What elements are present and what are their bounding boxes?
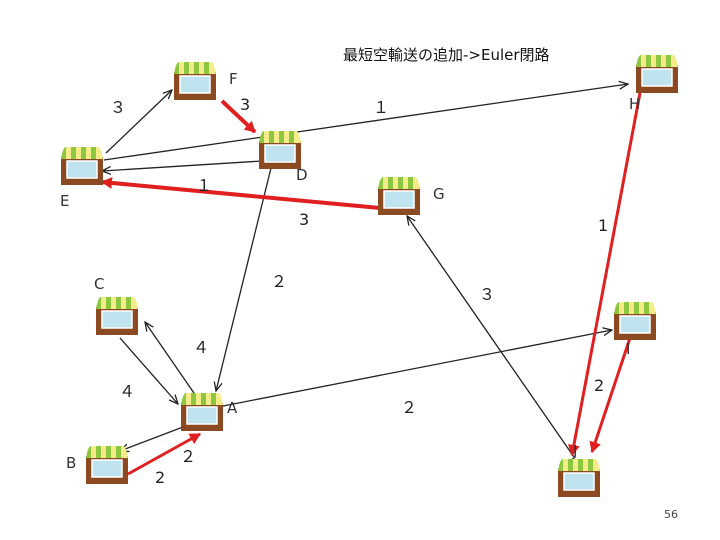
- edge-A-B: [120, 426, 184, 451]
- edge-E-F: [105, 90, 172, 154]
- node-label-J: J: [573, 442, 578, 460]
- edge-weight-D-A: ２: [271, 272, 288, 291]
- node-label-C: C: [94, 275, 105, 293]
- diagram-title: 最短空輸送の追加->Euler閉路: [343, 46, 550, 64]
- shop-node-A: [180, 392, 224, 432]
- shop-node-I: [613, 301, 657, 341]
- shop-node-J: [557, 458, 601, 498]
- edge-weight-G-E: 3: [299, 210, 310, 229]
- added-edge-F-D: [220, 99, 257, 134]
- edge-weight-A-C: ４: [193, 338, 210, 357]
- shop-node-E: [60, 146, 104, 186]
- edge-D-A: [216, 167, 272, 391]
- edge-A-C: [145, 322, 197, 397]
- edge-weight-A-I: ２: [401, 398, 418, 417]
- edge-weight-B-A: 2: [155, 468, 166, 487]
- node-label-H: H: [629, 95, 641, 113]
- edge-weight-I-J: 2: [594, 376, 605, 395]
- edge-A-I: [217, 330, 612, 408]
- edge-weight-C-A: ４: [119, 382, 136, 401]
- added-edge-I-J: [589, 337, 632, 453]
- edge-weight-A-B: ２: [180, 447, 197, 466]
- edge-weight-G-J: ３: [479, 285, 496, 304]
- node-label-I: I: [626, 340, 631, 358]
- node-label-E: E: [60, 192, 70, 210]
- node-label-F: F: [229, 70, 238, 88]
- edge-weight-F-D: 3: [240, 95, 251, 114]
- node-label-D: D: [296, 166, 308, 184]
- added-edge-H-J: [567, 92, 642, 456]
- edge-D-E: [102, 160, 263, 171]
- edge-weight-D-E: １: [196, 176, 213, 195]
- shop-node-D: [258, 130, 302, 170]
- edge-J-G: [407, 216, 575, 458]
- shop-node-C: [95, 296, 139, 336]
- shop-node-B: [85, 445, 129, 485]
- shop-node-G: [377, 176, 421, 216]
- shop-node-H: [635, 54, 679, 94]
- node-label-B: B: [66, 454, 77, 472]
- added-edge-B-A: [127, 432, 201, 476]
- page-number: 56: [664, 508, 678, 521]
- edge-C-A: [119, 337, 178, 404]
- edge-weight-E-H: １: [373, 98, 390, 117]
- shop-node-F: [173, 61, 217, 101]
- added-edge-G-E: [101, 176, 381, 210]
- edge-weight-H-J: 1: [598, 216, 609, 235]
- node-label-G: G: [433, 185, 445, 203]
- edge-E-H: [103, 84, 628, 161]
- edge-weight-E-F: ３: [110, 98, 127, 117]
- node-label-A: A: [227, 399, 238, 417]
